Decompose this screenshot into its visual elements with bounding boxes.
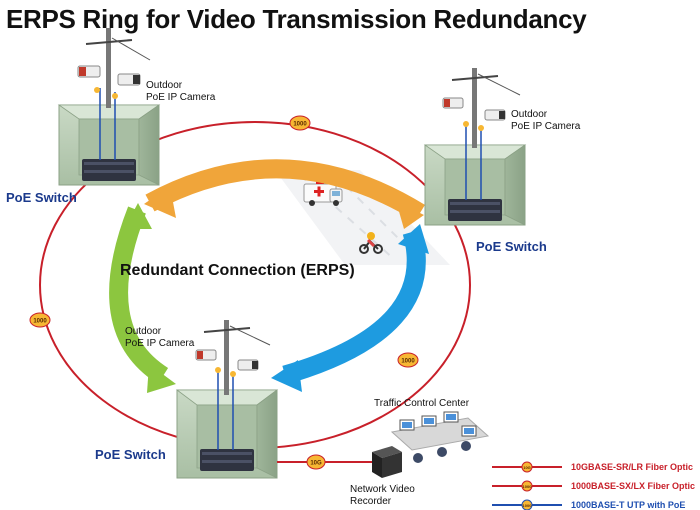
motorbike-icon [359,232,383,254]
badge-nvr: 10G [306,454,326,470]
legend-item-10g: 10GBASE-SR/LR Fiber Optic [571,462,694,472]
nvr-label-line: Recorder [350,496,392,507]
camera-label-top-right: Outdoor PoE IP Camera [511,109,580,133]
camera-label-line: Outdoor [146,80,183,91]
legend-item-utp: 1000BASE-T UTP with PoE [571,500,686,510]
cabinet-bottom [175,320,279,479]
legend-item-1000-fiber: 1000BASE-SX/LX Fiber Optic [571,481,696,491]
badge-top: 1000 [289,115,311,131]
badge-top-text: 1000 [293,122,307,128]
green-redundant-arrow [109,206,169,385]
camera-label-bottom: Outdoor PoE IP Camera [125,326,194,350]
switch-label-top-right: PoE Switch [476,239,547,254]
orange-arrowhead-right [396,201,424,229]
camera-label-line: PoE IP Camera [125,338,195,349]
traffic-center-label: Traffic Control Center [374,398,470,409]
badge-right-text: 1000 [401,359,415,365]
camera-label-line: PoE IP Camera [511,121,581,132]
legend-badge-3: 1000 [523,503,533,508]
legend-lines [492,461,562,510]
page-title: ERPS Ring for Video Transmission Redunda… [6,4,587,34]
badge-right: 1000 [397,352,419,368]
cabinet-top-right [423,68,527,226]
orange-redundant-arrow [145,159,425,222]
switch-label-bottom: PoE Switch [95,447,166,462]
green-arrowhead-top [124,203,152,229]
camera-label-line: PoE IP Camera [146,92,216,103]
nvr-label: Network Video Recorder [350,484,415,508]
blue-arrowhead-top [398,224,429,254]
blue-arrowhead-bottom [271,360,302,392]
camera-label-top-left: Outdoor PoE IP Camera [146,80,215,104]
badge-left-text: 1000 [33,319,47,325]
camera-label-line: Outdoor [125,326,162,337]
cabinet-top-left [57,28,161,186]
badge-nvr-text: 10G [310,461,322,467]
camera-label-line: Outdoor [511,109,548,120]
legend-badge-1: 10G [523,465,531,470]
redundant-connection-label: Redundant Connection (ERPS) [120,262,355,279]
legend-badge-2: 1000 [523,484,533,489]
switch-label-top-left: PoE Switch [6,190,77,205]
badge-left: 1000 [29,312,51,328]
blue-redundant-arrow [282,229,426,385]
orange-arrowhead-left [144,186,176,218]
traffic-control-center-icon [390,411,490,463]
nvr-label-line: Network Video [350,484,415,495]
green-arrowhead-bottom [147,364,176,393]
nvr-device-icon [372,446,402,478]
